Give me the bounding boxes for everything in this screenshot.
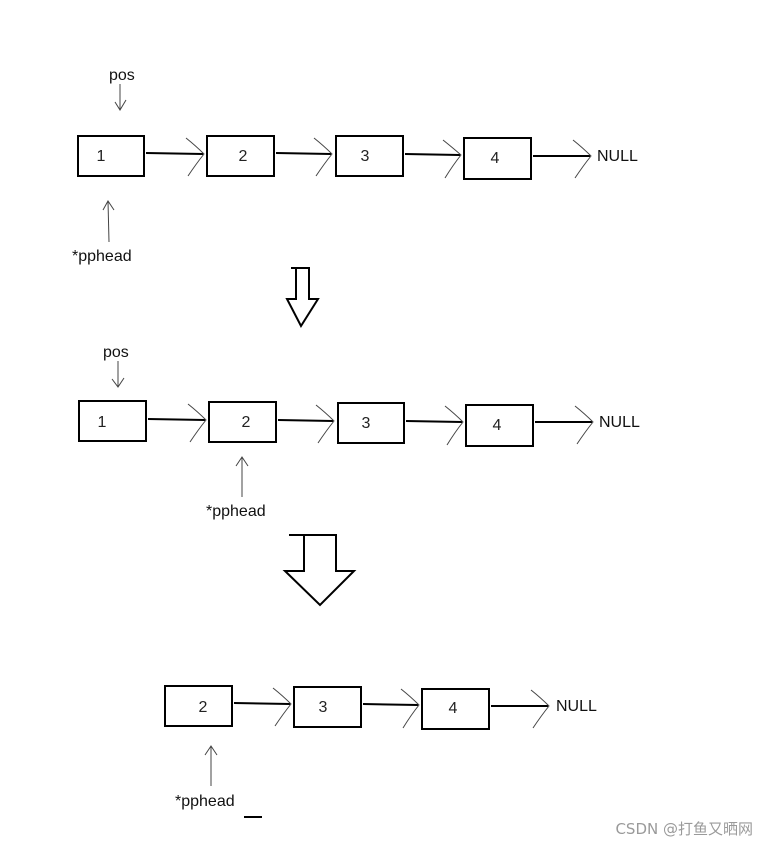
stage-1: 1 2 3 4 NULL pos [72, 67, 638, 265]
stage1-null-label: NULL [597, 148, 638, 165]
stage1-node-2-label: 2 [239, 148, 248, 165]
stage1-head-pointer-arrow [102, 200, 115, 243]
stage1-pos-pointer-arrow [114, 84, 127, 111]
stage1-node-1-label: 1 [97, 148, 106, 165]
stage3-head-pointer-arrow [204, 745, 218, 786]
stage3-link-2-3 [233, 687, 292, 727]
stage1-head-label: *pphead [72, 248, 132, 265]
stage2-link-3-4 [405, 405, 464, 446]
stage-2: 1 2 3 4 NULL pos [78, 344, 640, 520]
stage1-node-1-box [77, 135, 145, 177]
stage3-node-4-box [421, 688, 490, 730]
stage2-pos-label: pos [103, 344, 129, 361]
stage2-head-label: *pphead [206, 503, 266, 520]
stage3-head-label: *pphead [175, 793, 235, 810]
stage1-node-2-box [206, 135, 275, 177]
transition-arrow-1 [285, 267, 320, 329]
transition-arrow-2 [282, 534, 357, 607]
stage3-node-2-label: 2 [199, 699, 208, 716]
stage2-node-4-label: 4 [493, 417, 502, 434]
stage1-node-3-box [335, 135, 404, 177]
stage2-node-3-label: 3 [362, 415, 371, 432]
stage2-link-2-3 [277, 404, 335, 444]
stage3-null-label: NULL [556, 698, 597, 715]
stage2-node-2-label: 2 [242, 414, 251, 431]
stage1-node-4-box [463, 137, 532, 180]
stage2-link-4-null [535, 405, 594, 445]
stage1-node-3-label: 3 [361, 148, 370, 165]
stage3-node-3-label: 3 [319, 699, 328, 716]
stage2-null-label: NULL [599, 414, 640, 431]
stage2-node-2-box [208, 401, 277, 443]
stage2-head-pointer-arrow [235, 456, 249, 497]
stage1-link-4-null [533, 139, 592, 179]
stage3-node-4-label: 4 [449, 700, 458, 717]
stage2-node-3-box [337, 402, 405, 444]
stage3-node-3-box [293, 686, 362, 728]
stage1-link-2-3 [275, 137, 333, 177]
watermark-text: CSDN @打鱼又晒网 [615, 820, 753, 838]
stage2-node-1-label: 1 [98, 414, 107, 431]
stage1-link-3-4 [404, 139, 462, 179]
stage3-link-3-4 [362, 688, 420, 729]
stage2-node-1-box [78, 400, 147, 442]
stage2-link-1-2 [147, 403, 207, 443]
stage3-node-2-box [164, 685, 233, 727]
stage-3: 2 3 4 NULL *pphead [164, 685, 597, 818]
stage1-pos-label: pos [109, 67, 135, 84]
stage1-node-4-label: 4 [491, 150, 500, 167]
stage1-link-1-2 [145, 137, 205, 177]
stage2-node-4-box [465, 404, 534, 447]
stage2-pos-pointer-arrow [111, 361, 125, 388]
stage3-link-4-null [491, 689, 550, 729]
